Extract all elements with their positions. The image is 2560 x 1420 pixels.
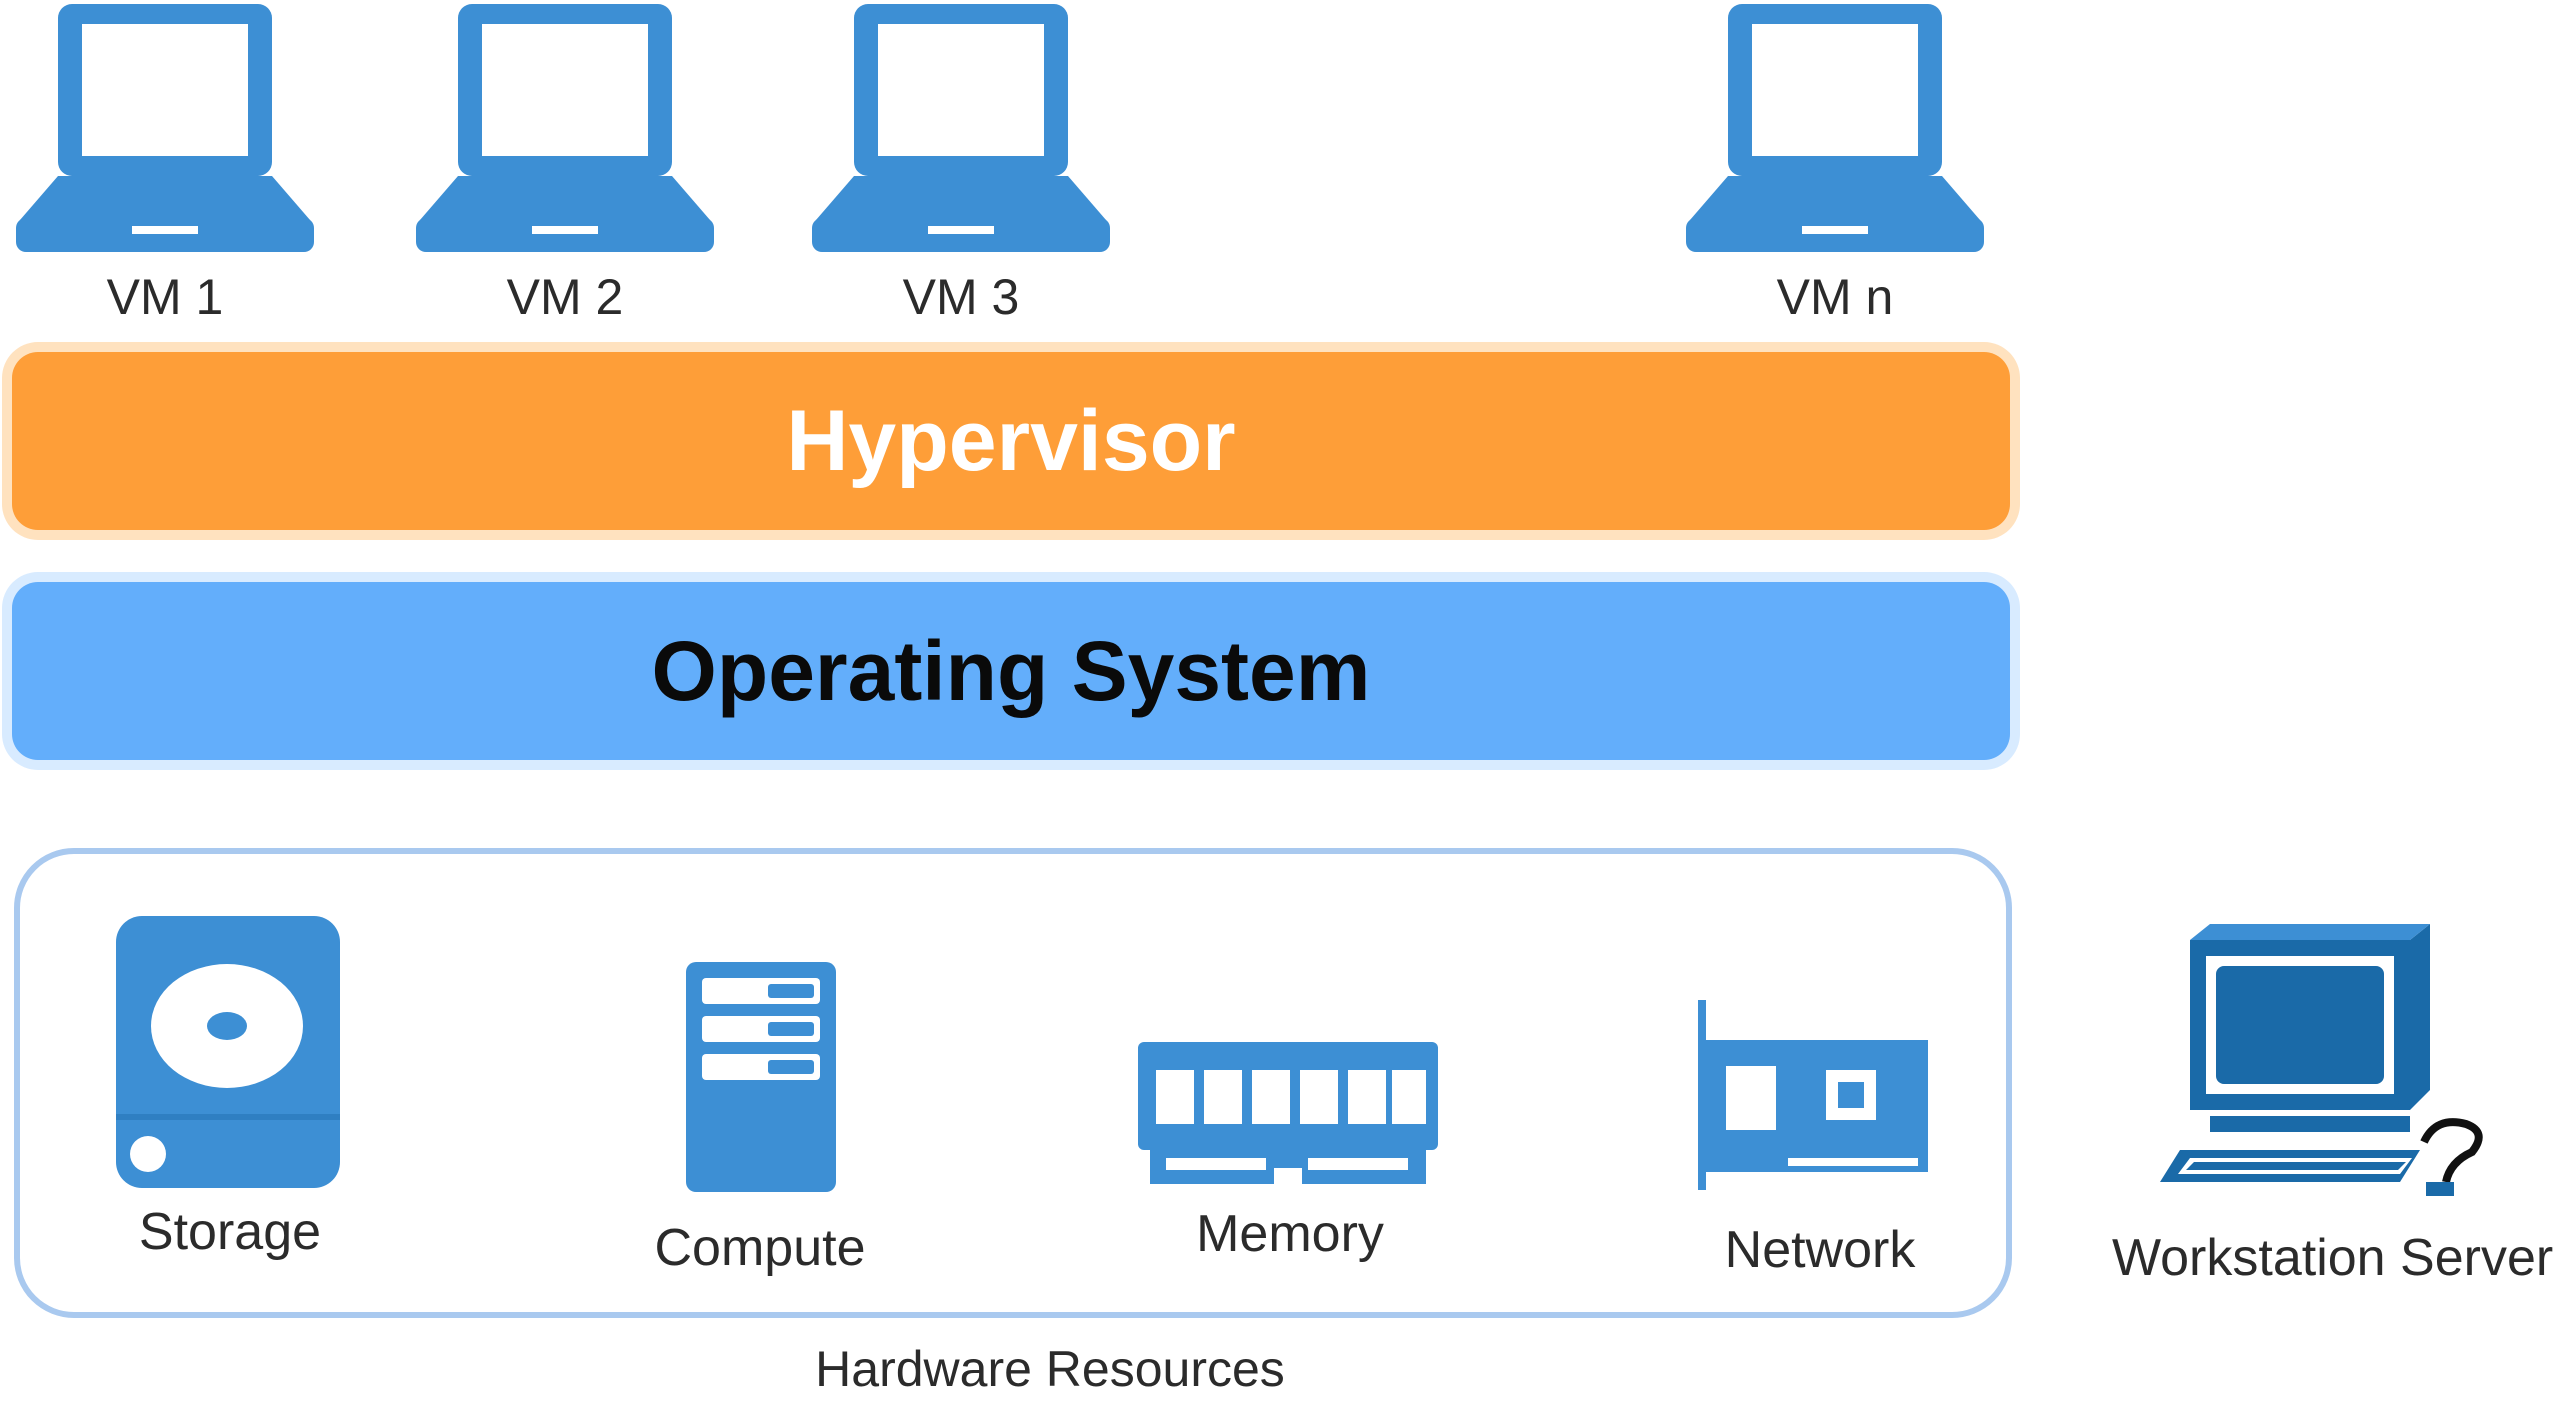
laptop-icon [10,0,320,260]
vm-n: VM n [1680,0,1990,340]
storage-label: Storage [138,1203,322,1261]
compute-label: Compute [654,1219,866,1277]
network-label: Network [1724,1221,1916,1279]
laptop-icon [410,0,720,260]
laptop-icon [806,0,1116,260]
desktop-computer-icon [2160,924,2483,1196]
workstation-label: Workstation Server [2112,1229,2554,1287]
memory-resource: Memory [1130,1040,1450,1270]
network-card-icon [1698,1000,1928,1190]
vm-3: VM 3 [806,0,1116,340]
compute-resource: Compute [640,960,880,1290]
vm-label: VM 3 [902,269,1020,325]
operating-system-layer: Operating System [12,582,2010,760]
vm-label: VM 1 [106,269,224,325]
laptop-icon [1680,0,1990,260]
vm-label: VM 2 [506,269,624,325]
ram-module-icon [1138,1042,1438,1188]
hypervisor-layer: Hypervisor [12,352,2010,530]
hardware-resources-caption: Hardware Resources [815,1341,1285,1397]
workstation-server: Workstation Server [2100,910,2560,1290]
hardware-resources-box [14,848,2012,1318]
hard-drive-icon [116,916,340,1188]
vm-2: VM 2 [410,0,720,340]
vm-label: VM n [1776,269,1894,325]
server-tower-icon [686,962,836,1192]
network-resource: Network [1690,1000,1950,1290]
memory-label: Memory [1196,1205,1384,1263]
storage-resource: Storage [100,910,360,1270]
vm-1: VM 1 [10,0,320,340]
